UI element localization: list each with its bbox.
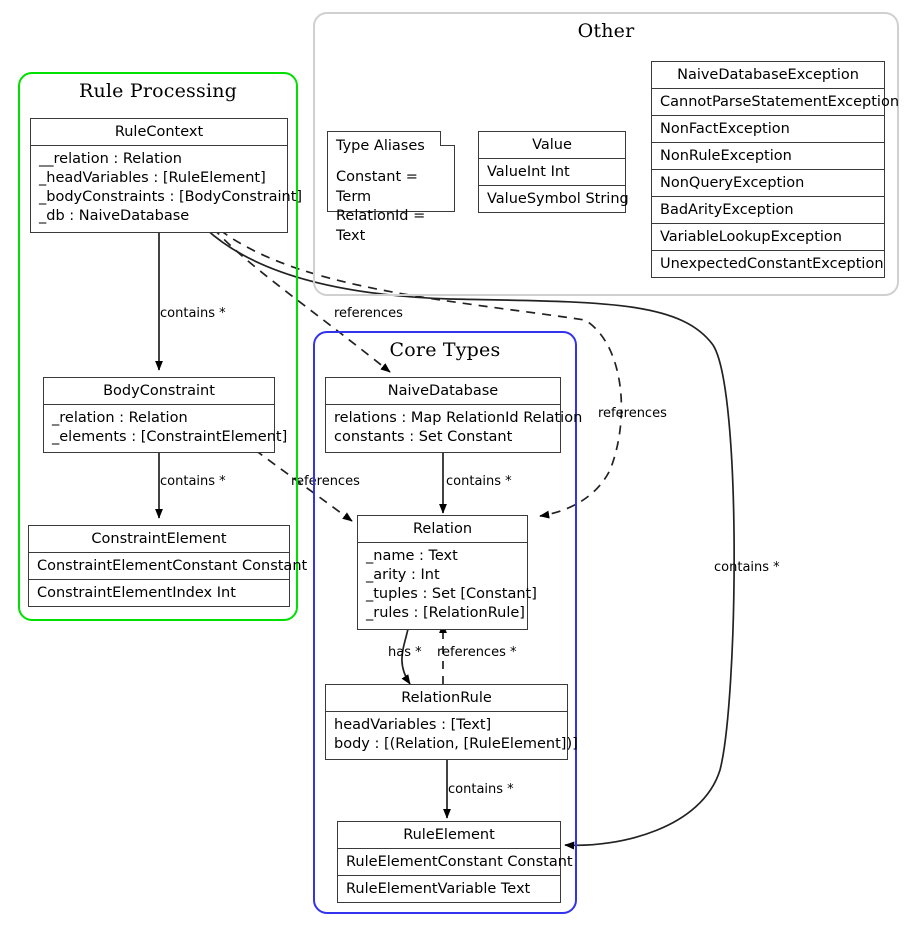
- class-naive-database-name: NaiveDatabase: [326, 378, 560, 405]
- class-relation-rule-attrs: headVariables : [Text] body : [(Relation…: [326, 712, 578, 759]
- note-fold-corner-icon: [440, 131, 455, 146]
- note-type-aliases[interactable]: Type Aliases Constant = Term RelationId …: [327, 131, 455, 244]
- class-relation-rule-name: RelationRule: [326, 685, 567, 712]
- class-body-constraint-attrs: _relation : Relation _elements : [Constr…: [44, 405, 288, 452]
- edge-label-rulecontext-naivedatabase: references: [334, 306, 403, 321]
- edge-label-relationrule-ruleelement: contains *: [448, 782, 514, 797]
- class-relation-attr-2: _tuples : Set [Constant]: [366, 586, 537, 603]
- class-constraint-element-name: ConstraintElement: [29, 526, 289, 553]
- class-rule-element-row-1: RuleElementVariable Text: [346, 881, 531, 897]
- class-body-constraint-attr-0: _relation : Relation: [52, 410, 188, 426]
- edge-label-relationrule-relation: references *: [437, 645, 517, 660]
- class-value-name: Value: [479, 132, 625, 159]
- note-type-aliases-line-1: RelationId = Text: [336, 208, 426, 244]
- class-rule-context-attr-2: _bodyConstraints : [BodyConstraint]: [39, 189, 303, 206]
- class-relation-attr-3: _rules : [RelationRule]: [366, 605, 525, 622]
- package-core-types[interactable]: Core Types: [313, 331, 577, 914]
- class-relation-attrs: _name : Text _arity : Int _tuples : Set …: [358, 543, 537, 629]
- class-body-constraint-name: BodyConstraint: [44, 378, 274, 405]
- package-other-title: Other: [577, 20, 635, 42]
- note-spacer: [336, 156, 446, 168]
- edge-label-naivedatabase-relation: contains *: [446, 474, 512, 489]
- class-exception-row-0: CannotParseStatementException: [652, 89, 899, 116]
- class-rule-context-name: RuleContext: [31, 119, 287, 146]
- class-rule-context-attr-3: _db : NaiveDatabase: [39, 208, 190, 225]
- note-type-aliases-line-0: Constant = Term: [336, 169, 418, 205]
- class-naive-database-attr-1: constants : Set Constant: [334, 429, 513, 446]
- edge-label-rulecontext-ruleelement: contains *: [714, 560, 780, 575]
- class-relation-rule[interactable]: RelationRule headVariables : [Text] body…: [325, 684, 578, 761]
- class-relation-attr-0: _name : Text: [366, 548, 458, 564]
- class-naive-database-exception[interactable]: NaiveDatabaseException CannotParseStatem…: [651, 61, 899, 278]
- class-rule-context[interactable]: RuleContext __relation : Relation _headV…: [30, 118, 303, 233]
- note-type-aliases-title: Type Aliases: [336, 138, 425, 154]
- edge-label-bodyconstraint-relation: references: [291, 474, 360, 489]
- edge-label-rulecontext-relation: references: [598, 406, 667, 421]
- class-relation-attr-1: _arity : Int: [366, 567, 440, 584]
- class-exception-row-5: VariableLookupException: [652, 224, 884, 251]
- class-constraint-element-row-0: ConstraintElementConstant Constant: [29, 553, 307, 580]
- class-exception-row-1: NonFactException: [652, 116, 884, 143]
- class-exception-row-4: BadArityException: [652, 197, 884, 224]
- class-value[interactable]: Value ValueInt Int ValueSymbol String: [478, 131, 629, 213]
- class-rule-element-name: RuleElement: [338, 822, 560, 849]
- note-type-aliases-text: Type Aliases Constant = Term RelationId …: [327, 131, 455, 252]
- class-relation-rule-attr-1: body : [(Relation, [RuleElement])]: [334, 736, 578, 753]
- class-rule-element-row-0: RuleElementConstant Constant: [338, 849, 573, 876]
- class-naive-database-attrs: relations : Map RelationId Relation cons…: [326, 405, 583, 452]
- class-exception-row-2: NonRuleException: [652, 143, 884, 170]
- class-rule-context-attrs: __relation : Relation _headVariables : […: [31, 146, 303, 232]
- class-constraint-element[interactable]: ConstraintElement ConstraintElementConst…: [28, 525, 307, 607]
- class-body-constraint[interactable]: BodyConstraint _relation : Relation _ele…: [43, 377, 288, 454]
- class-naive-database[interactable]: NaiveDatabase relations : Map RelationId…: [325, 377, 583, 454]
- class-value-row-0: ValueInt Int: [479, 159, 625, 186]
- class-relation-rule-attr-0: headVariables : [Text]: [334, 717, 492, 733]
- package-core-types-title: Core Types: [389, 339, 501, 361]
- class-rule-context-attr-1: _headVariables : [RuleElement]: [39, 170, 266, 187]
- class-naive-database-exception-name: NaiveDatabaseException: [652, 62, 884, 89]
- class-exception-row-6: UnexpectedConstantException: [660, 256, 884, 272]
- class-rule-element[interactable]: RuleElement RuleElementConstant Constant…: [337, 821, 573, 903]
- note-body: [327, 131, 455, 212]
- class-relation-name: Relation: [358, 516, 527, 543]
- edge-label-rulecontext-bodyconstraint: contains *: [160, 306, 226, 321]
- package-other[interactable]: Other: [313, 12, 899, 296]
- package-rule-processing-title: Rule Processing: [78, 80, 238, 102]
- class-exception-row-3: NonQueryException: [652, 170, 884, 197]
- class-constraint-element-row-1: ConstraintElementIndex Int: [37, 585, 236, 601]
- class-value-row-1: ValueSymbol String: [487, 191, 629, 207]
- edge-label-relation-relationrule: has *: [388, 645, 422, 660]
- edge-label-bodyconstraint-constraintelement: contains *: [160, 474, 226, 489]
- package-rule-processing[interactable]: Rule Processing: [18, 72, 298, 621]
- class-naive-database-attr-0: relations : Map RelationId Relation: [334, 410, 583, 426]
- class-relation[interactable]: Relation _name : Text _arity : Int _tupl…: [357, 515, 537, 630]
- class-rule-context-attr-0: __relation : Relation: [39, 151, 182, 167]
- class-body-constraint-attr-1: _elements : [ConstraintElement]: [52, 429, 288, 446]
